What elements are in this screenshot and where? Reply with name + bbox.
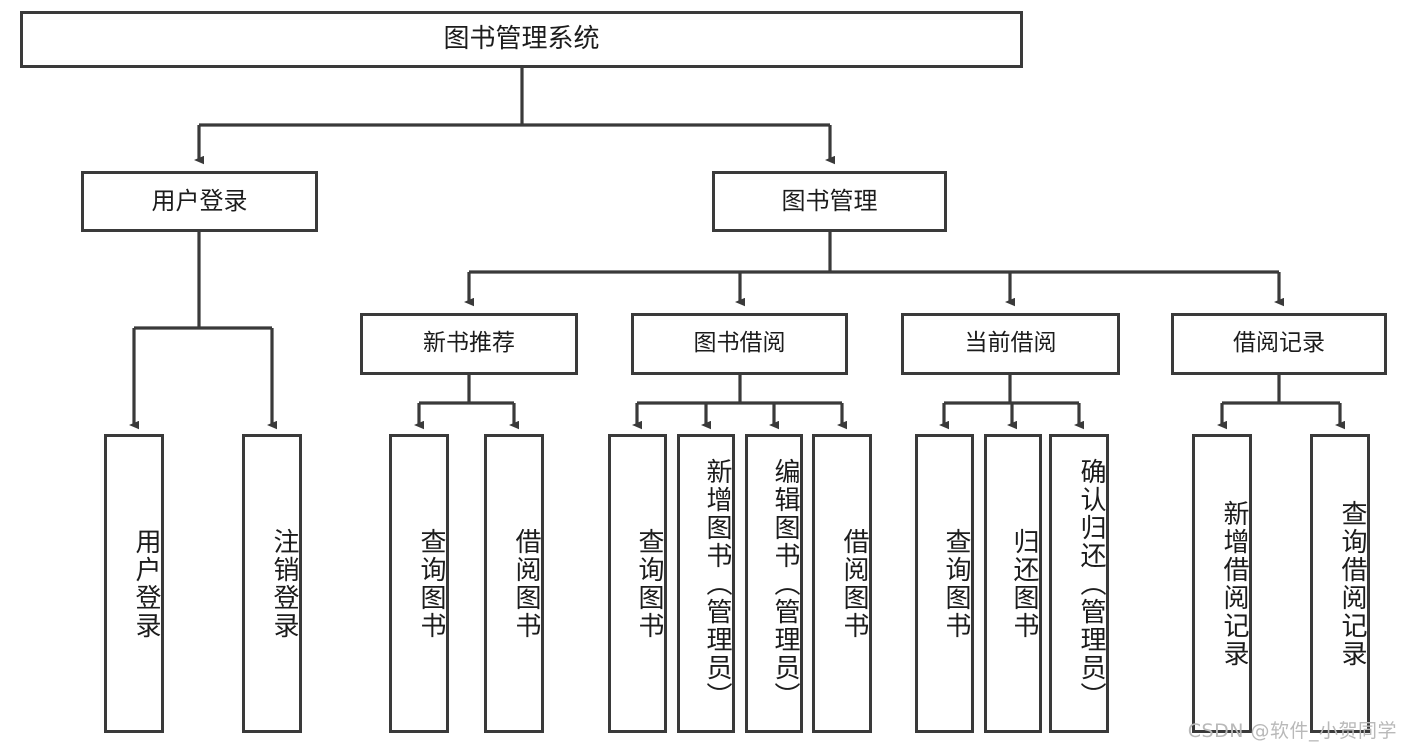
node-current-borrow[interactable]: 当前借阅: [901, 313, 1120, 375]
leaf-edit-book-admin[interactable]: 编辑图书（管理员）: [745, 434, 803, 733]
leaf-borrow-book-1[interactable]: 借阅图书: [484, 434, 544, 733]
node-user-login[interactable]: 用户登录: [81, 171, 318, 232]
node-book-borrow-label: 图书借阅: [693, 330, 786, 357]
leaf-query-book-2-label: 查询图书: [634, 527, 664, 640]
leaf-add-borrow-record-label: 新增借阅记录: [1219, 499, 1249, 668]
node-user-login-label: 用户登录: [151, 187, 248, 216]
leaf-query-book-3[interactable]: 查询图书: [915, 434, 974, 733]
leaf-user-logout[interactable]: 注销登录: [242, 434, 302, 733]
node-new-book-recommend[interactable]: 新书推荐: [360, 313, 578, 375]
leaf-edit-book-admin-label: 编辑图书（管理员）: [770, 457, 800, 710]
leaf-borrow-book-2[interactable]: 借阅图书: [812, 434, 872, 733]
leaf-add-borrow-record[interactable]: 新增借阅记录: [1192, 434, 1252, 733]
watermark: CSDN @软件_小贺同学: [1187, 720, 1397, 742]
node-book-management[interactable]: 图书管理: [712, 171, 947, 232]
leaf-query-book-1[interactable]: 查询图书: [389, 434, 449, 733]
root-node[interactable]: 图书管理系统: [20, 11, 1023, 68]
leaf-return-book-label: 归还图书: [1009, 527, 1039, 640]
leaf-user-logout-label: 注销登录: [269, 527, 299, 640]
leaf-borrow-book-2-label: 借阅图书: [839, 527, 869, 640]
leaf-user-login-label: 用户登录: [131, 527, 161, 640]
node-current-borrow-label: 当前借阅: [964, 330, 1057, 357]
node-borrow-record[interactable]: 借阅记录: [1171, 313, 1387, 375]
root-node-label: 图书管理系统: [443, 24, 600, 55]
leaf-query-book-1-label: 查询图书: [416, 527, 446, 640]
node-borrow-record-label: 借阅记录: [1233, 330, 1325, 357]
leaf-query-borrow-record[interactable]: 查询借阅记录: [1310, 434, 1370, 733]
leaf-confirm-return-admin-label: 确认归还（管理员）: [1076, 457, 1106, 710]
leaf-add-book-admin-label: 新增图书（管理员）: [702, 457, 732, 710]
node-book-management-label: 图书管理: [781, 187, 878, 216]
leaf-query-book-2[interactable]: 查询图书: [608, 434, 667, 733]
leaf-confirm-return-admin[interactable]: 确认归还（管理员）: [1049, 434, 1109, 733]
leaf-add-book-admin[interactable]: 新增图书（管理员）: [677, 434, 735, 733]
leaf-borrow-book-1-label: 借阅图书: [511, 527, 541, 640]
node-new-book-recommend-label: 新书推荐: [423, 330, 515, 357]
node-book-borrow[interactable]: 图书借阅: [631, 313, 848, 375]
leaf-return-book[interactable]: 归还图书: [984, 434, 1042, 733]
leaf-user-login[interactable]: 用户登录: [104, 434, 164, 733]
leaf-query-book-3-label: 查询图书: [941, 527, 971, 640]
leaf-query-borrow-record-label: 查询借阅记录: [1337, 499, 1367, 668]
